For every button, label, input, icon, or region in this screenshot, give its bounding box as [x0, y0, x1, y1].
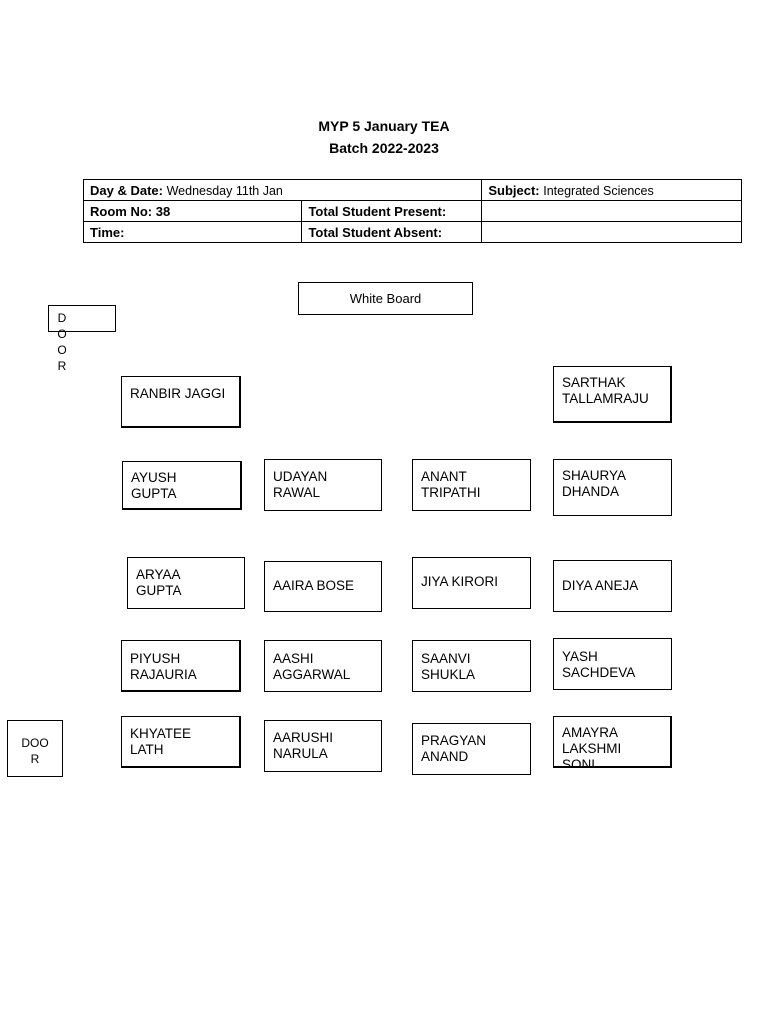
- seat-jiya-kirori: JIYA KIRORI: [412, 557, 531, 609]
- seat-anant-tripathi: ANANT TRIPATHI: [412, 459, 531, 511]
- absent-value: [481, 221, 742, 243]
- seat-amayra-lakshmi-soni: AMAYRA LAKSHMI SONI: [553, 716, 672, 768]
- present-value: [481, 200, 742, 222]
- seat-aaira-bose: AAIRA BOSE: [264, 561, 382, 612]
- table-row: Time: Total Student Absent:: [82, 221, 742, 243]
- seat-aryaa-gupta: ARYAA GUPTA: [127, 557, 245, 609]
- table-row: Day & Date: Wednesday 11th Jan Subject: …: [82, 179, 742, 201]
- seat-yash-sachdeva: YASH SACHDEVA: [553, 638, 672, 690]
- whiteboard: White Board: [298, 282, 473, 315]
- seat-aarushi-narula: AARUSHI NARULA: [264, 720, 382, 772]
- exam-info-table: Day & Date: Wednesday 11th Jan Subject: …: [82, 179, 742, 243]
- seat-khyatee-lath: KHYATEE LATH: [121, 716, 241, 768]
- table-row: Room No: 38 Total Student Present:: [82, 200, 742, 222]
- seat-ayush-gupta: AYUSH GUPTA: [122, 461, 242, 510]
- seat-piyush-rajauria: PIYUSH RAJAURIA: [121, 640, 241, 692]
- time-label: Time:: [82, 221, 303, 243]
- day-date-value: Wednesday 11th Jan: [166, 183, 283, 198]
- seat-aashi-aggarwal: AASHI AGGARWAL: [264, 640, 382, 692]
- whiteboard-label: White Board: [349, 291, 422, 306]
- seat-saanvi-shukla: SAANVI SHUKLA: [412, 640, 531, 692]
- seat-pragyan-anand: PRAGYAN ANAND: [412, 723, 531, 775]
- door-bottom: DOOR: [7, 720, 63, 777]
- page-title: MYP 5 January TEA: [318, 118, 450, 134]
- present-label: Total Student Present:: [301, 200, 483, 222]
- door-top-box: [48, 305, 116, 332]
- door-top-label: DOOR: [57, 311, 67, 373]
- seat-sarthak-tallamraju: SARTHAK TALLAMRAJU: [553, 366, 672, 423]
- seat-ranbir-jaggi: RANBIR JAGGI: [121, 376, 241, 428]
- seat-udayan-rawal: UDAYAN RAWAL: [264, 459, 382, 511]
- day-date-cell: Day & Date: Wednesday 11th Jan: [82, 179, 483, 201]
- seat-diya-aneja: DIYA ANEJA: [553, 560, 672, 612]
- day-date-label: Day & Date:: [90, 182, 163, 198]
- seat-shaurya-dhanda: SHAURYA DHANDA: [553, 459, 672, 516]
- absent-label: Total Student Absent:: [301, 221, 483, 243]
- subject-cell: Subject: Integrated Sciences: [481, 179, 742, 201]
- room-label: Room No: 38: [82, 200, 303, 222]
- batch-subtitle: Batch 2022-2023: [329, 140, 439, 156]
- subject-label: Subject:: [488, 182, 540, 198]
- subject-value: Integrated Sciences: [543, 183, 654, 198]
